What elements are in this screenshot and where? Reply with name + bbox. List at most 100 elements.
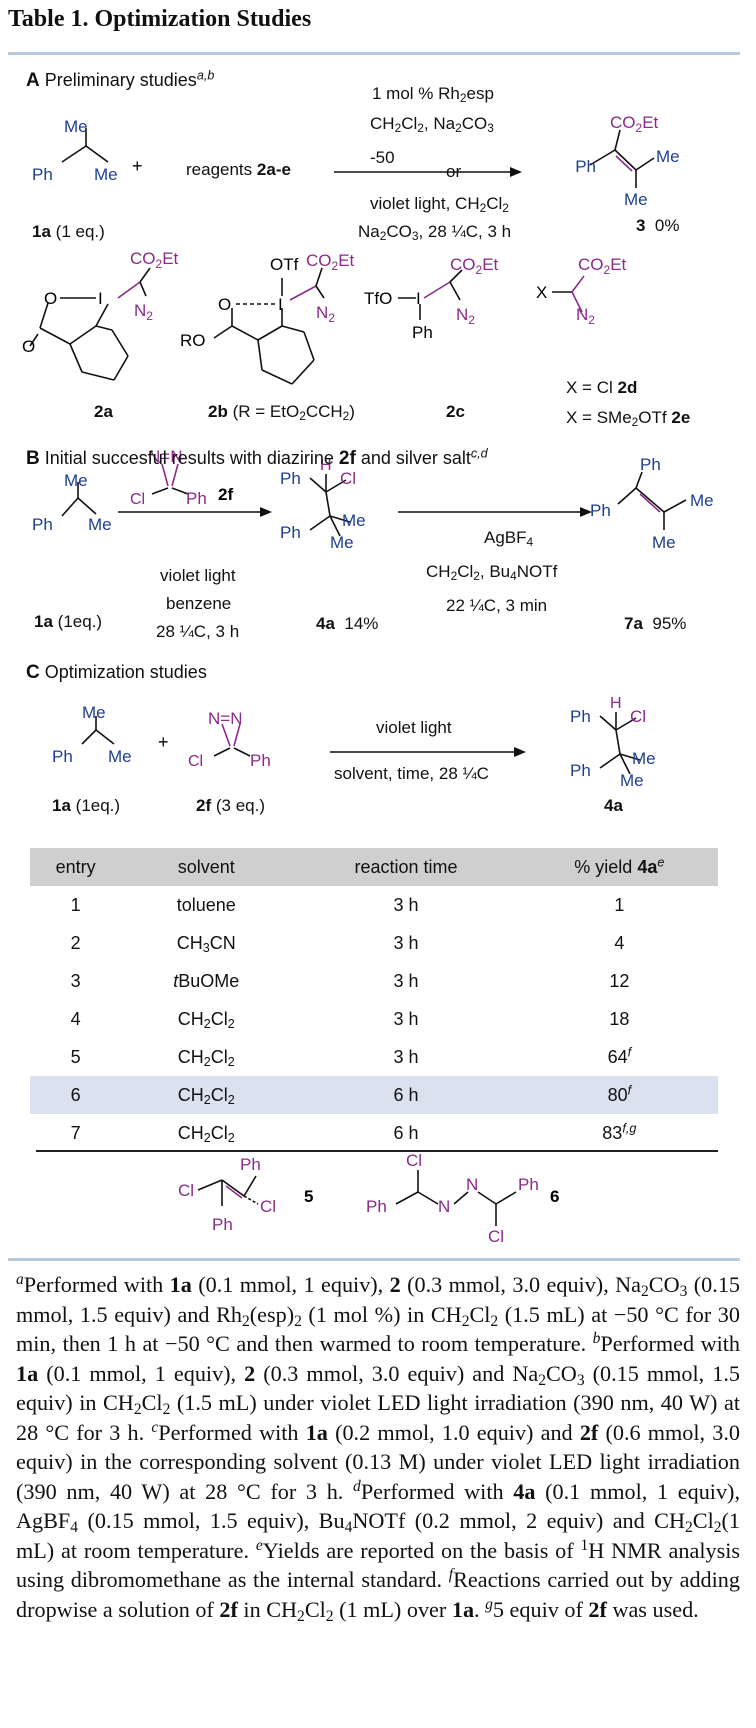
svg-text:Me: Me (690, 491, 714, 510)
footnote-a: Performed with 1a (0.1 mmol, 1 equiv), 2… (16, 1272, 741, 1356)
svg-text:Ph: Ph (52, 747, 73, 766)
table-row: 4 CH2Cl2 3 h 18 (30, 1000, 718, 1038)
svg-text:+: + (132, 156, 143, 176)
svg-text:Me: Me (94, 165, 118, 184)
svg-text:Ph: Ph (240, 1155, 261, 1174)
section-b-heading: B Initial succesful results with diaziri… (26, 446, 488, 469)
svg-text:Me: Me (64, 471, 88, 490)
svg-text:O: O (44, 289, 57, 308)
structure-1a-a (61, 128, 109, 163)
cell-entry: 4 (70, 1008, 81, 1029)
structure-6 (395, 1170, 517, 1226)
product-4a-c: 4a (604, 796, 623, 815)
svg-text:Me: Me (632, 749, 656, 768)
cond-b-2: benzene (166, 594, 232, 613)
cell-entry: 2 (70, 932, 81, 953)
svg-text:5: 5 (304, 1187, 313, 1206)
svg-text:Cl: Cl (340, 469, 356, 488)
cell-entry: 1 (70, 894, 81, 915)
structure-2b (213, 267, 325, 385)
svg-text:Cl: Cl (260, 1197, 276, 1216)
cell-entry: 5 (70, 1046, 81, 1067)
svg-text:TfO: TfO (364, 289, 392, 308)
table-row: 3 tBuOMe 3 h 12 (30, 962, 718, 1000)
svg-text:X: X (536, 283, 547, 302)
svg-text:Cl: Cl (130, 491, 145, 508)
cond-a-4: violet light, CH2Cl2 (370, 194, 509, 215)
cond-b-temp: 22 ¼C, 3 min (446, 596, 548, 615)
svg-text:Ph: Ph (32, 165, 53, 184)
svg-text:N: N (466, 1175, 478, 1194)
svg-text:I: I (98, 289, 103, 308)
cell-time: 3 h (393, 932, 419, 953)
structure-7a (617, 471, 687, 530)
svg-text:CO2Et: CO2Et (130, 249, 179, 271)
svg-text:Me: Me (88, 515, 112, 534)
svg-text:Ph: Ph (212, 1215, 233, 1234)
section-a-heading: A Preliminary studiesa,b (26, 69, 214, 92)
svg-text:Ph: Ph (250, 751, 271, 770)
table-row-highlighted: 6 CH2Cl2 6 h 80f (30, 1076, 718, 1114)
optimization-table: entry solvent reaction time % yield 4ae … (30, 848, 718, 1152)
svg-text:Me: Me (342, 511, 366, 530)
table-row: 1 toluene 3 h 1 (30, 886, 718, 924)
svg-text:Ph: Ph (640, 455, 661, 474)
structure-3 (589, 129, 655, 188)
cond-c-2: solvent, time, 28 ¼C (334, 764, 489, 783)
svg-text:N2: N2 (134, 301, 153, 323)
header-time: reaction time (291, 848, 521, 886)
cell-entry: 7 (70, 1122, 81, 1143)
structure-1a-b (61, 482, 97, 517)
section-c-heading: C Optimization studies (26, 662, 207, 683)
table-title: Table 1. Optimization Studies (8, 6, 312, 32)
table-row: 2 CH3CN 3 h 4 (30, 924, 718, 962)
svg-text:Ph: Ph (412, 323, 433, 342)
structure-1a-c (81, 716, 115, 745)
header-entry: entry (30, 848, 122, 886)
svg-text:O: O (22, 337, 35, 356)
svg-text:Cl: Cl (630, 707, 646, 726)
cond-a-1: 1 mol % Rh2esp (372, 84, 494, 105)
cell-yield: 4 (614, 932, 625, 953)
structure-2d-2e (552, 275, 585, 313)
svg-text:N2: N2 (456, 305, 475, 327)
scheme-drawing: Me Ph Me + CO2Et Ph Me Me O I O CO2Et N2 (22, 113, 714, 1246)
svg-text:CO2Et: CO2Et (306, 251, 355, 273)
svg-text:Ph: Ph (280, 469, 301, 488)
svg-text:Me: Me (656, 147, 680, 166)
structure-2a (29, 267, 151, 381)
svg-text:H: H (610, 695, 622, 712)
svg-text:+: + (158, 732, 169, 752)
svg-text:Me: Me (108, 747, 132, 766)
label-2a: 2a (94, 402, 113, 421)
svg-text:O: O (218, 295, 231, 314)
cell-solvent: toluene (176, 894, 236, 915)
sm-1a-a: 1a (1 eq.) (32, 222, 105, 241)
cond-a-5: Na2CO3, 28 ¼C, 3 h (358, 222, 512, 243)
cell-yield: 12 (609, 970, 630, 991)
table-row: 7 CH2Cl2 6 h 83f,g (30, 1114, 718, 1152)
cell-solvent: CH2Cl2 (177, 1046, 235, 1069)
svg-text:Ph: Ph (570, 761, 591, 780)
svg-text:Me: Me (82, 703, 106, 722)
svg-text:Me: Me (624, 190, 648, 209)
reagents-label: reagents 2a-e (186, 160, 291, 179)
label-2d: X = Cl 2d (566, 378, 638, 397)
cell-time: 3 h (393, 1046, 419, 1067)
footnote-rule (8, 1258, 740, 1261)
footnote-f: Reactions carried out by adding dropwise… (16, 1567, 740, 1625)
int-4a-label: 4a 14% (316, 614, 379, 633)
footnote-b: Performed with 1a (0.1 mmol, 1 equiv), 2… (16, 1331, 741, 1445)
structure-2c (398, 269, 463, 320)
footnotes: aPerformed with 1a (0.1 mmol, 1 equiv), … (16, 1271, 741, 1625)
svg-text:N: N (438, 1197, 450, 1216)
section-a-letter: A (26, 70, 40, 91)
header-solvent: solvent (121, 848, 292, 886)
cell-time: 6 h (291, 1076, 521, 1114)
structure-2f-b (151, 463, 189, 495)
cond-b-sol: CH2Cl2, Bu4NOTf (426, 562, 558, 583)
svg-text:Ph: Ph (518, 1175, 539, 1194)
svg-text:RO: RO (180, 331, 206, 350)
cell-solvent: CH2Cl2 (121, 1076, 292, 1114)
cell-solvent: tBuOMe (173, 970, 240, 991)
